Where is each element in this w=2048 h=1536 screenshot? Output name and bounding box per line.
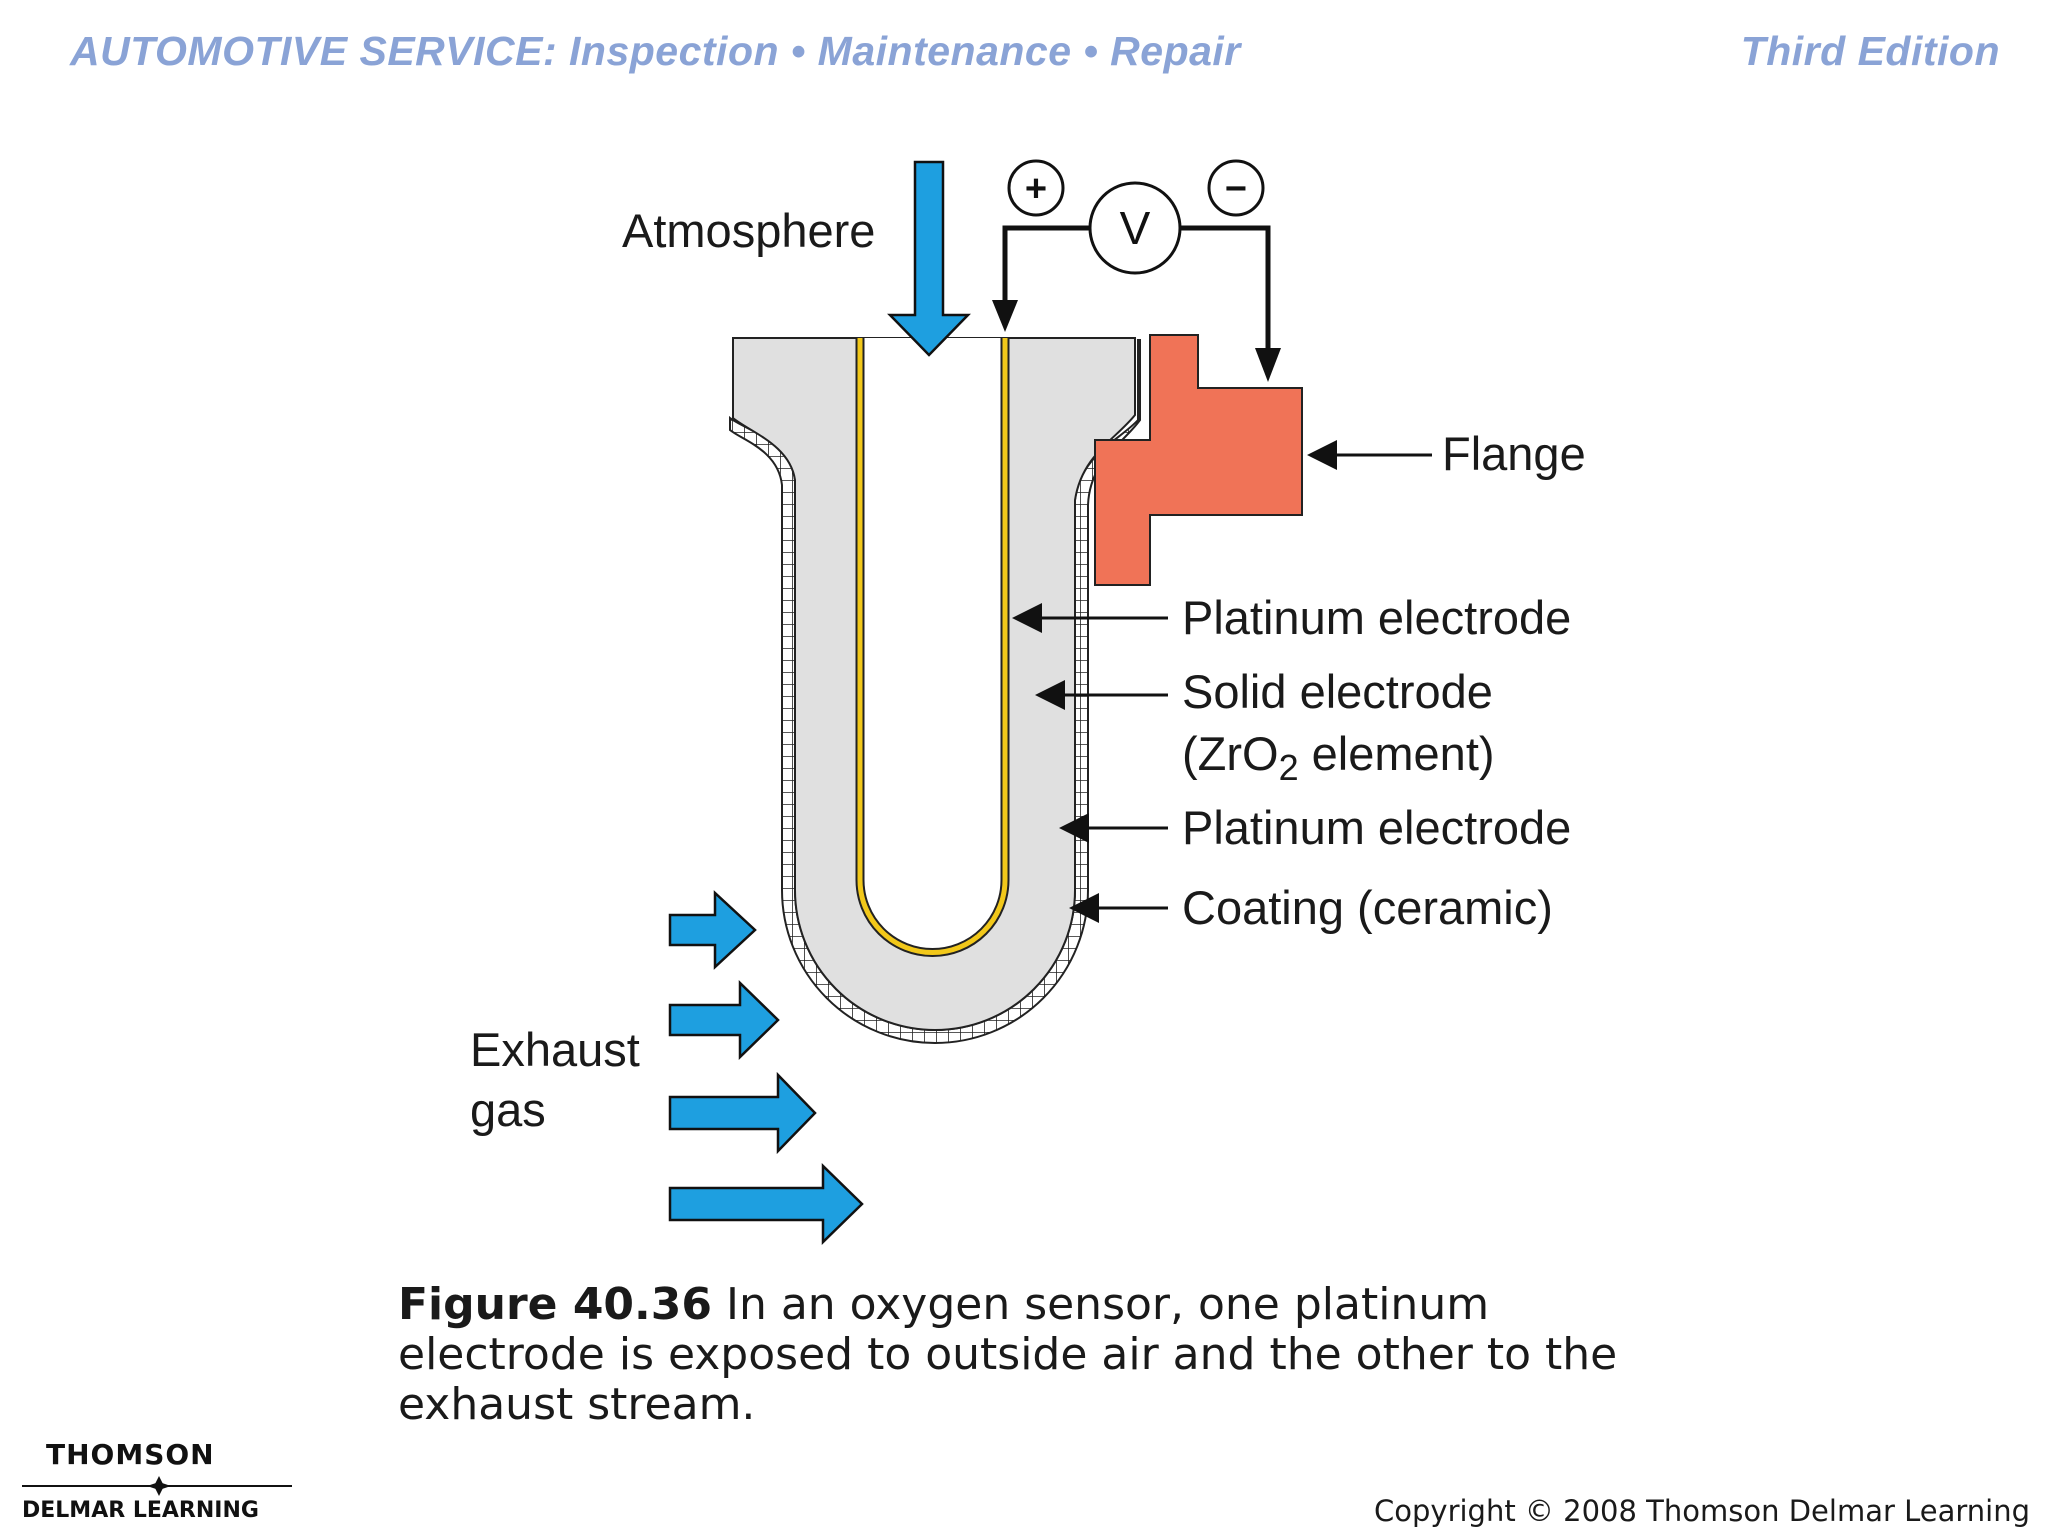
wire-positive	[1002, 225, 1090, 320]
logo-delmar: DELMAR LEARNING	[22, 1498, 259, 1523]
publisher-logo: THOMSON DELMAR LEARNING	[22, 1438, 312, 1528]
label-coating: Coating (ceramic)	[1182, 881, 1553, 934]
inner-cavity	[862, 338, 1003, 951]
exhaust-arrow-2	[668, 980, 780, 1060]
caption-text: In an oxygen sensor, one platinum electr…	[398, 1279, 1618, 1430]
plus-terminal	[1007, 159, 1065, 217]
minus-symbol: −	[1225, 168, 1247, 210]
header-title: AUTOMOTIVE SERVICE: Inspection • Mainten…	[70, 28, 1241, 74]
atmosphere-arrow	[887, 160, 971, 357]
logo-star-rule	[22, 1476, 292, 1496]
label-platinum-electrode-inner: Platinum electrode	[1182, 591, 1572, 644]
header-edition: Third Edition	[1740, 28, 2000, 74]
logo-thomson: THOMSON	[46, 1438, 215, 1471]
label-solid-electrode: Solid electrode	[1182, 665, 1493, 718]
label-zro2-element: (ZrO2 element)	[1182, 727, 1495, 788]
label-platinum-electrode-outer: Platinum electrode	[1182, 801, 1572, 854]
label-gas: gas	[470, 1083, 546, 1136]
exhaust-arrow-3	[668, 1071, 817, 1155]
label-exhaust: Exhaust	[470, 1023, 640, 1076]
plus-symbol: +	[1025, 168, 1047, 210]
figure-number: Figure 40.36	[398, 1279, 712, 1330]
exhaust-arrow-1	[668, 890, 757, 970]
minus-terminal	[1207, 159, 1265, 217]
flange	[1094, 334, 1303, 586]
label-atmosphere: Atmosphere	[622, 204, 876, 257]
wire-negative	[1180, 225, 1271, 370]
label-flange: Flange	[1442, 427, 1586, 480]
copyright: Copyright © 2008 Thomson Delmar Learning	[1374, 1494, 2030, 1528]
figure-caption: Figure 40.36 In an oxygen sensor, one pl…	[398, 1280, 1698, 1430]
voltmeter-symbol: V	[1120, 202, 1151, 254]
exhaust-arrow-4	[668, 1163, 864, 1245]
